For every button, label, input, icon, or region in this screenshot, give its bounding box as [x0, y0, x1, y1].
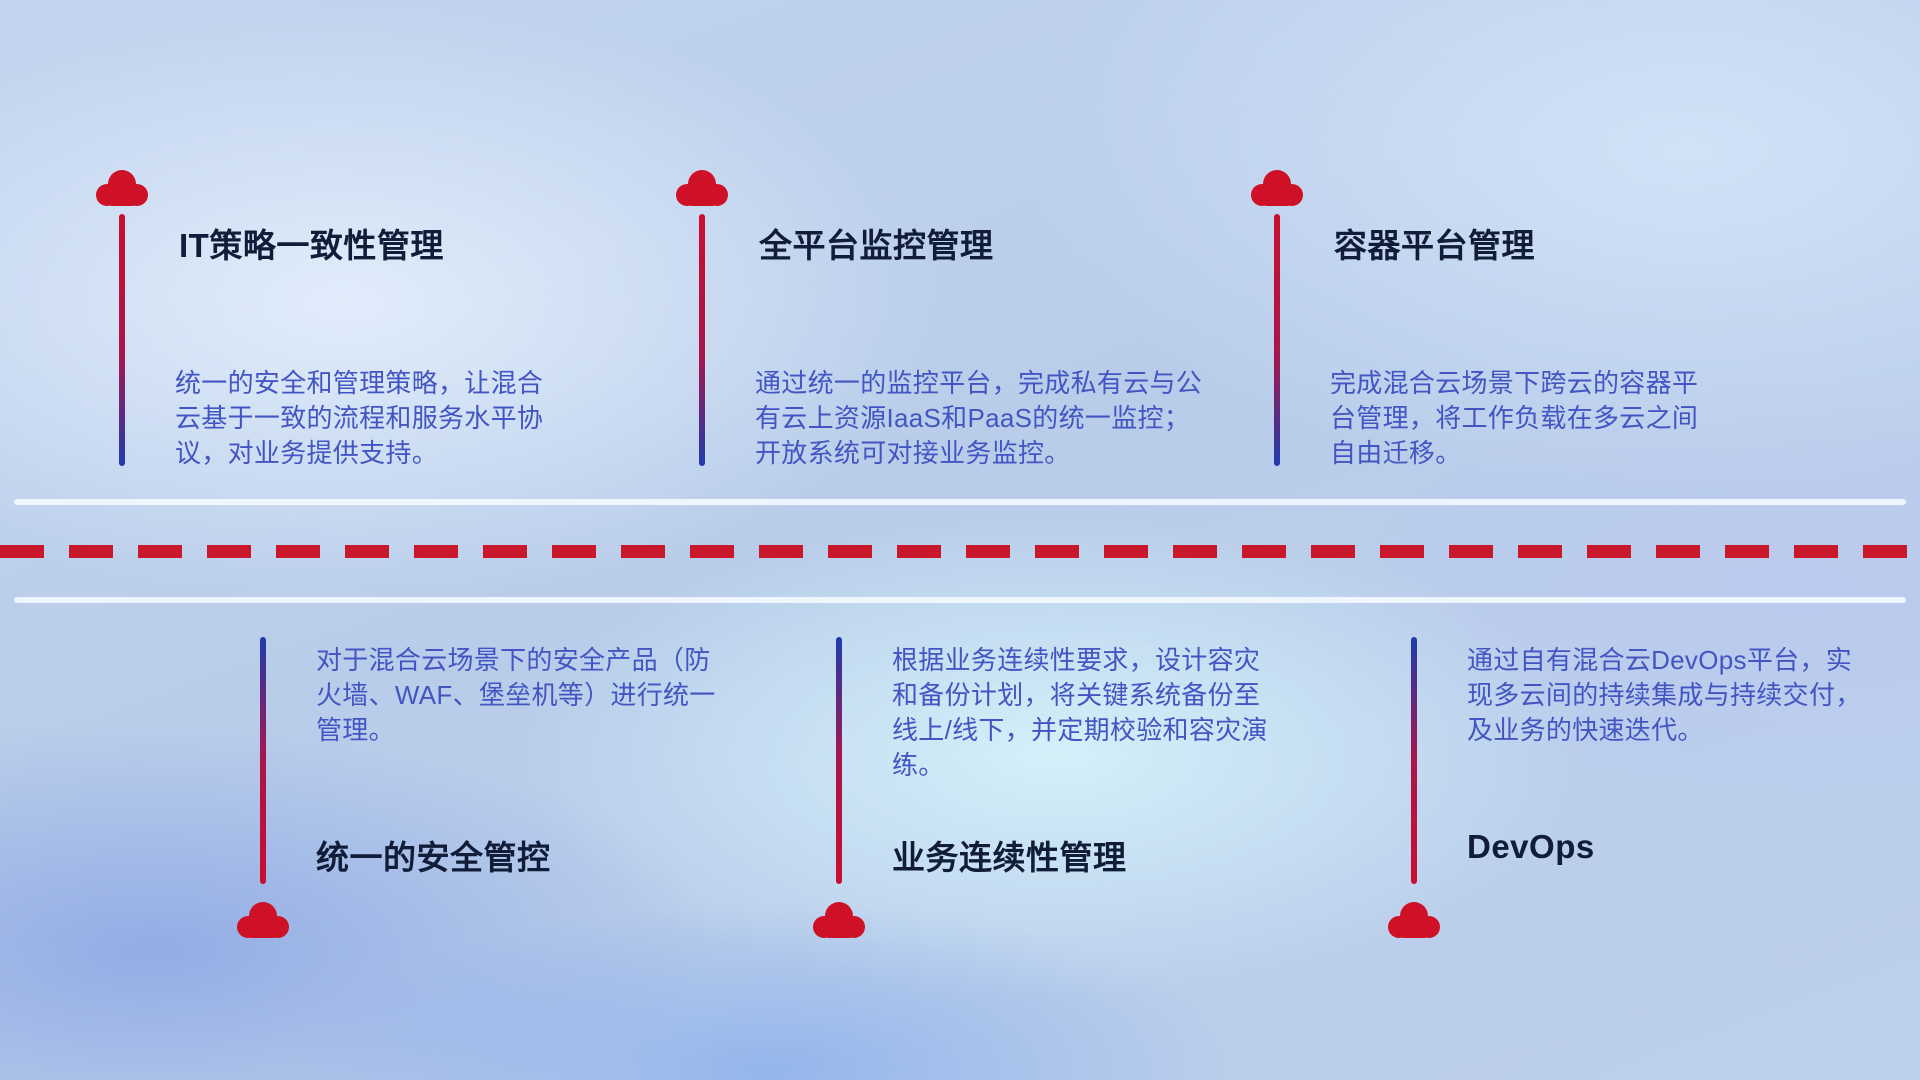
cloud-icon: [93, 168, 151, 208]
divider-dashed-timeline: [0, 545, 1920, 558]
item-title: 统一的安全管控: [316, 839, 551, 876]
cloud-icon: [1385, 900, 1443, 940]
timeline-bar: [699, 214, 705, 466]
item-description: 通过自有混合云DevOps平台，实现多云间的持续集成与持续交付，及业务的快速迭代…: [1467, 645, 1862, 745]
cloud-icon: [673, 168, 731, 208]
cloud-icon: [810, 900, 868, 940]
item-title: DevOps: [1467, 828, 1595, 865]
item-description: 通过统一的监控平台，完成私有云与公有云上资源IaaS和PaaS的统一监控；开放系…: [755, 368, 1203, 468]
timeline-bar: [260, 637, 266, 884]
item-description: 根据业务连续性要求，设计容灾和备份计划，将关键系统备份至线上/线下，并定期校验和…: [892, 645, 1268, 780]
item-title: 业务连续性管理: [892, 839, 1127, 876]
timeline-bar: [1411, 637, 1417, 884]
item-title: 全平台监控管理: [759, 227, 994, 264]
item-description: 统一的安全和管理策略，让混合云基于一致的流程和服务水平协议，对业务提供支持。: [175, 368, 544, 468]
cloud-icon: [234, 900, 292, 940]
timeline-bar: [836, 637, 842, 884]
item-title: 容器平台管理: [1334, 227, 1535, 264]
divider-solid-upper: [14, 499, 1906, 505]
divider-solid-lower: [14, 597, 1906, 603]
cloud-icon: [1248, 168, 1306, 208]
item-title: IT策略一致性管理: [179, 227, 444, 264]
timeline-bar: [1274, 214, 1280, 466]
item-description: 对于混合云场景下的安全产品（防火墙、WAF、堡垒机等）进行统一管理。: [316, 645, 716, 745]
timeline-bar: [119, 214, 125, 466]
item-description: 完成混合云场景下跨云的容器平台管理，将工作负载在多云之间自由迁移。: [1330, 368, 1699, 468]
